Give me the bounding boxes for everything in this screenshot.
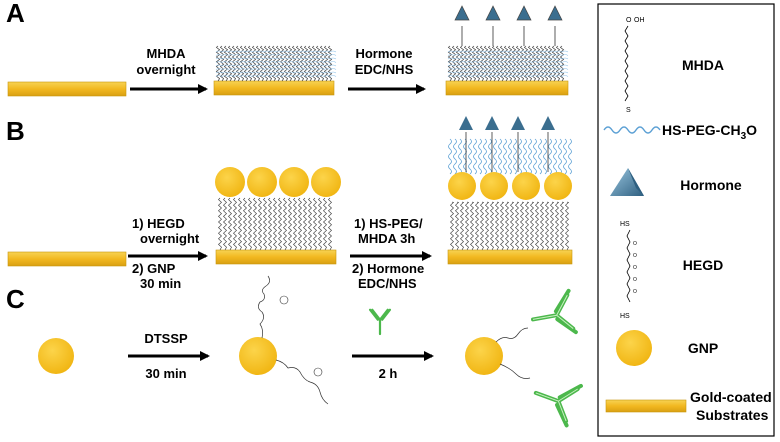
antibody-gnp xyxy=(465,288,583,428)
substrate-b3 xyxy=(447,249,573,265)
dtssp-linker-top xyxy=(258,275,270,339)
step-b1-b2: 30 min xyxy=(140,276,181,291)
svg-text:O: O xyxy=(633,265,637,271)
gnp-c1 xyxy=(38,338,74,374)
step-b2-b1: 2) Hormone xyxy=(352,261,424,276)
svg-text:O: O xyxy=(633,277,637,283)
svg-text:OH: OH xyxy=(634,17,645,24)
gnp-b2-1 xyxy=(448,172,476,200)
gnp-c3 xyxy=(465,337,503,375)
legend-mhda: MHDA xyxy=(682,57,724,73)
legend-hegd: HEGD xyxy=(683,257,723,273)
mhda-monolayer-a xyxy=(213,45,337,96)
gnp-b1-1 xyxy=(215,167,245,197)
antibody-icon-top xyxy=(530,288,578,335)
svg-text:O: O xyxy=(633,241,637,247)
legend-substrate-line2: Substrates xyxy=(696,407,769,423)
legend-gnp: GNP xyxy=(688,340,718,356)
legend-peg: HS-PEG-CH3O xyxy=(662,122,757,142)
hormone-monolayer-a xyxy=(445,5,569,96)
substrate-a3 xyxy=(445,80,569,96)
gnp-b1-4 xyxy=(311,167,341,197)
step-b1-a2: overnight xyxy=(140,231,200,246)
step-c1-line1: DTSSP xyxy=(144,331,188,346)
substrate-b2 xyxy=(215,249,337,265)
gnp-b1-3 xyxy=(279,167,309,197)
hegd-icon: HS O O O O O HS xyxy=(620,221,637,320)
hormone-icon xyxy=(610,168,644,196)
substrate-a1 xyxy=(7,81,127,97)
step-c1-line2: 30 min xyxy=(145,366,186,381)
legend-hormone: Hormone xyxy=(680,177,742,193)
substrate-a2 xyxy=(213,80,335,96)
dtssp-linker-bottom xyxy=(275,359,329,405)
hegd-gnp-assembly xyxy=(215,167,341,265)
panel-c-label: C xyxy=(6,284,25,314)
panel-a-label: A xyxy=(6,0,25,28)
svg-text:O: O xyxy=(633,253,637,259)
gnp-icon xyxy=(616,330,652,366)
step-a1-line1: MHDA xyxy=(147,46,187,61)
step-b2-b2: EDC/NHS xyxy=(358,276,417,291)
svg-text:O: O xyxy=(633,289,637,295)
step-a2-line2: EDC/NHS xyxy=(355,62,414,77)
substrate-icon xyxy=(605,399,687,413)
step-a2-line1: Hormone xyxy=(355,46,412,61)
gnp-b2-2 xyxy=(480,172,508,200)
gnp-c2 xyxy=(239,337,277,375)
step-b1-a1: 1) HEGD xyxy=(132,216,185,231)
legend-substrate-line1: Gold-coated xyxy=(690,389,772,405)
svg-text:S: S xyxy=(626,107,631,114)
gnp-b1-2 xyxy=(247,167,277,197)
substrate-b1 xyxy=(7,251,127,267)
svg-text:HS: HS xyxy=(620,313,630,320)
step-a1-line2: overnight xyxy=(136,62,196,77)
gnp-b2-4 xyxy=(544,172,572,200)
svg-text:HS: HS xyxy=(620,221,630,228)
mhda-icon: O OH S xyxy=(624,17,645,114)
gnp-b2-3 xyxy=(512,172,540,200)
step-b1-b1: 2) GNP xyxy=(132,261,176,276)
step-b2-a2: MHDA 3h xyxy=(358,231,415,246)
antibody-icon-bottom xyxy=(533,383,583,428)
svg-text:O: O xyxy=(626,17,632,24)
peg-hormone-assembly xyxy=(447,116,573,265)
antibody-icon-small xyxy=(368,308,392,336)
step-b2-a1: 1) HS-PEG/ xyxy=(354,216,423,231)
peg-icon xyxy=(603,126,661,134)
step-c2-line1: 2 h xyxy=(379,366,398,381)
dtssp-gnp xyxy=(239,275,329,405)
panel-b-label: B xyxy=(6,116,25,146)
